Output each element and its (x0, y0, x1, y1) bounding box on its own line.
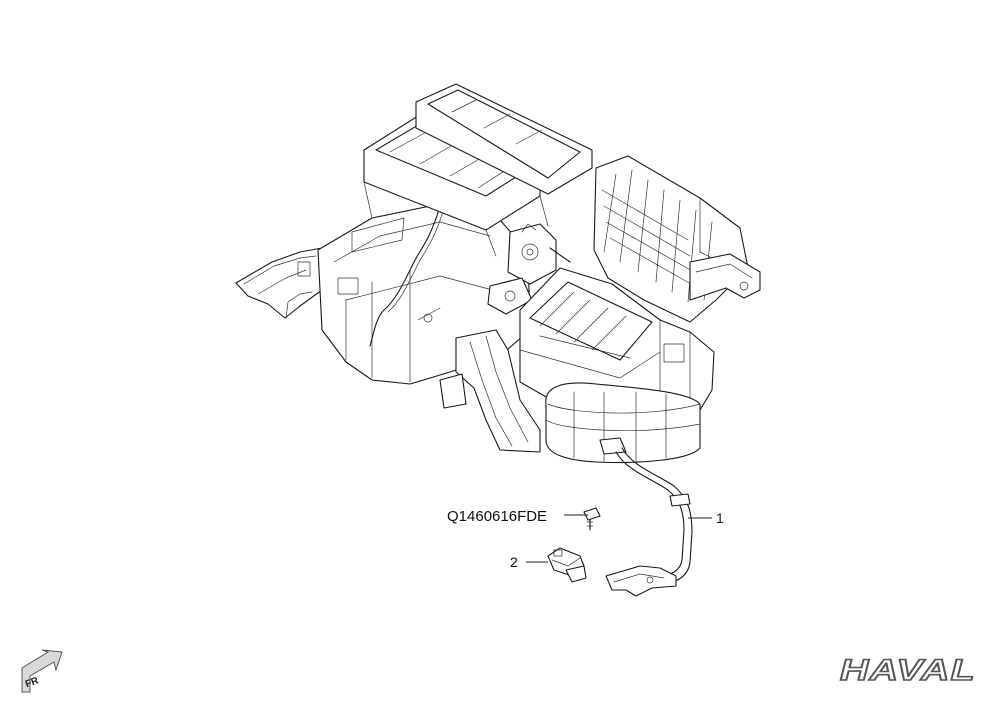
front-direction-arrow-icon (21, 649, 63, 693)
bolt-fastener (583, 507, 601, 531)
top-duct-outlets (363, 83, 593, 257)
left-mounting-bracket (235, 247, 323, 319)
drain-duct (439, 329, 541, 453)
callout-label-1: 1 (716, 510, 724, 526)
callout-label-2: 2 (510, 554, 518, 570)
blower-housing (519, 267, 715, 421)
front-direction-label: FR (24, 675, 41, 690)
hvac-housing-drawing (235, 83, 761, 597)
drain-hose-part-1 (605, 447, 693, 597)
leader-lines (526, 514, 712, 563)
sensor-part-2 (547, 547, 587, 583)
actuator-linkage (487, 223, 571, 315)
brand-logo-text: HAVAL (840, 654, 976, 687)
part-code-label: Q1460616FDE (447, 508, 547, 525)
blower-motor-casing (545, 382, 701, 464)
front-direction-marker: FR (21, 649, 63, 693)
brand-logo: HAVAL (839, 653, 976, 688)
right-mounting-tab (689, 253, 761, 301)
